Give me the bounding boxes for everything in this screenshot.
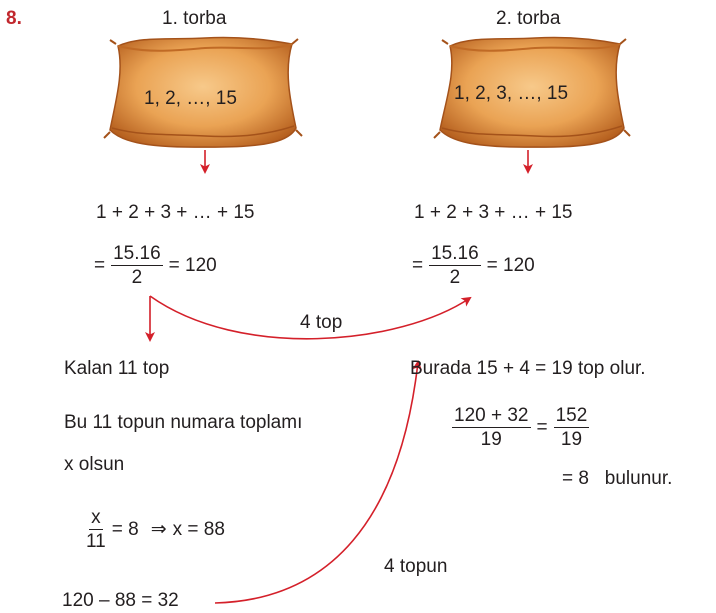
- final-frac2-num: 152: [553, 405, 590, 428]
- arrow-top-label: 4 top: [300, 312, 343, 333]
- bag2-title: 2. torba: [496, 8, 561, 29]
- x-eq: = 8: [111, 518, 139, 540]
- right-eq: =: [412, 254, 424, 276]
- left-result: = 120: [168, 254, 217, 276]
- right-frac-den: 2: [449, 267, 461, 288]
- arrow-bottom-label: 4 topun: [384, 556, 448, 577]
- x-frac-den: 11: [86, 531, 106, 552]
- left-frac-num: 15.16: [111, 243, 163, 266]
- final-frac2-den: 19: [560, 429, 583, 450]
- left-sum: 1 + 2 + 3 + … + 15: [96, 202, 255, 223]
- final-frac1-num: 120 + 32: [452, 405, 531, 428]
- here-text: Burada 15 + 4 = 19 top olur.: [410, 358, 646, 379]
- transfer-arrow-top: [149, 295, 472, 340]
- right-sum: 1 + 2 + 3 + … + 15: [414, 202, 573, 223]
- right-fraction: 15.16 2: [429, 244, 481, 287]
- sum-line1: Bu 11 topun numara toplamı: [64, 412, 303, 433]
- problem-number: 8.: [6, 8, 22, 29]
- left-eq: =: [94, 254, 106, 276]
- left-fraction: 15.16 2: [111, 244, 163, 287]
- x-equation: x 11 = 8 ⇒ x = 88: [86, 508, 225, 551]
- bag1-sack: [103, 36, 303, 148]
- bag1-content: 1, 2, …, 15: [144, 88, 237, 109]
- sum-line2: x olsun: [64, 454, 125, 475]
- implies-symbol: ⇒: [150, 519, 167, 540]
- x-frac-num: x: [89, 507, 103, 530]
- x-value: x = 88: [172, 518, 225, 540]
- difference-line: 120 – 88 = 32: [62, 590, 179, 611]
- final-eq: =: [536, 416, 548, 438]
- left-sum-formula: = 15.16 2 = 120: [94, 244, 217, 287]
- left-frac-den: 2: [131, 267, 143, 288]
- bag2-content: 1, 2, 3, …, 15: [454, 83, 569, 104]
- final-result: = 8 bulunur.: [562, 468, 673, 489]
- remaining-text: Kalan 11 top: [64, 358, 170, 379]
- right-result: = 120: [486, 254, 535, 276]
- transfer-arrow-bottom: [214, 360, 423, 604]
- final-frac2: 152 19: [553, 405, 590, 450]
- bag2-sack: [433, 36, 631, 148]
- x-fraction: x 11: [86, 508, 106, 551]
- final-frac1: 120 + 32 19: [452, 406, 531, 449]
- right-sum-formula: = 15.16 2 = 120: [412, 244, 535, 287]
- bag1-title: 1. torba: [162, 8, 227, 29]
- right-frac-num: 15.16: [429, 243, 481, 266]
- final-fraction-equation: 120 + 32 19 = 152 19: [452, 405, 590, 450]
- final-frac1-den: 19: [480, 429, 502, 450]
